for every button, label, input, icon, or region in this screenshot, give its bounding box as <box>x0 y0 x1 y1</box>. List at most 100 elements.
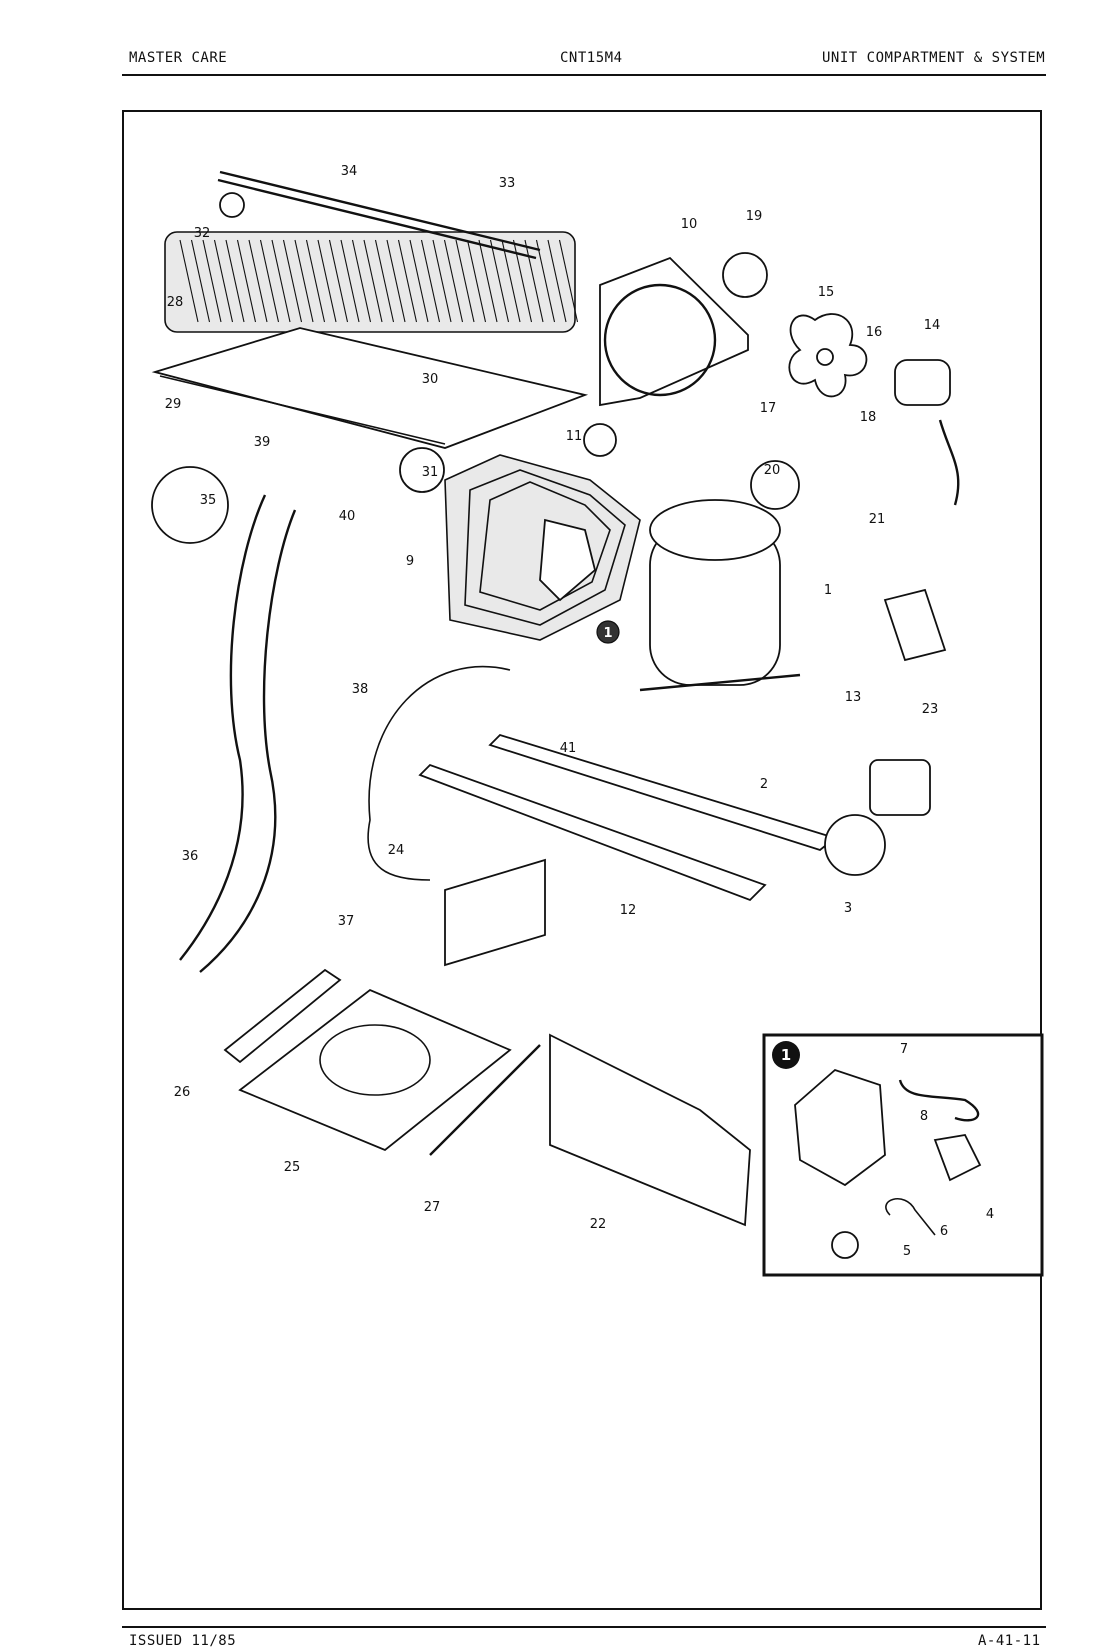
evaporator-fin <box>535 239 556 323</box>
evaporator-fin <box>328 239 349 323</box>
access-panel <box>429 1033 751 1227</box>
callout-label: 39 <box>254 435 271 450</box>
callout-label: 26 <box>174 1085 191 1100</box>
callout-label: 8 <box>920 1109 928 1124</box>
evaporator-fin <box>524 239 544 323</box>
callout-label: 41 <box>560 741 577 756</box>
header-model: CNT15M4 <box>560 50 623 66</box>
header-rule <box>122 74 1046 76</box>
callout-label: 2 <box>760 777 768 792</box>
evaporator-fin <box>489 239 510 323</box>
callout-label: 36 <box>182 849 199 864</box>
callout-label: 27 <box>424 1200 441 1215</box>
callout-label: 10 <box>681 217 698 232</box>
drain-pan <box>223 968 512 1152</box>
callout-label: 4 <box>986 1207 994 1222</box>
defrost-timer <box>869 759 931 816</box>
detail-circle-11 <box>583 423 617 457</box>
callout-label: 18 <box>860 410 877 425</box>
evaporator-fin <box>397 239 418 323</box>
evaporator-fin <box>271 239 291 323</box>
callout-label: 29 <box>165 397 182 412</box>
detail-inset: 1 <box>762 1033 1044 1277</box>
callout-label: 30 <box>422 372 439 387</box>
drain-hose <box>179 494 297 973</box>
callout-label: 17 <box>760 401 777 416</box>
callout-label: 16 <box>866 325 883 340</box>
evaporator-fin <box>213 239 234 323</box>
inset-marker: 1 <box>781 1046 791 1064</box>
evaporator-fin <box>420 239 441 323</box>
callout-label: 5 <box>903 1244 911 1259</box>
callout-label: 32 <box>194 226 211 241</box>
evaporator-fin <box>248 239 268 323</box>
detail-circle-3 <box>824 814 886 876</box>
callout-label: 12 <box>620 903 637 918</box>
evaporator-fin <box>455 239 475 323</box>
callout-label: 23 <box>922 702 939 717</box>
callout-label: 20 <box>764 463 781 478</box>
exploded-parts-diagram: 1 1 123456789101112131415161718192021222… <box>151 164 1044 1277</box>
callout-label: 7 <box>900 1042 908 1057</box>
evaporator-fin <box>374 239 395 323</box>
evaporator-fin <box>363 239 383 323</box>
callout-label: 21 <box>869 512 886 527</box>
footer-page-code: A-41-11 <box>978 1633 1041 1649</box>
evaporator-fin <box>236 239 257 323</box>
callout-label: 22 <box>590 1217 607 1232</box>
evaporator-fin <box>386 239 406 323</box>
fan-blade <box>788 313 868 398</box>
evaporator-fin <box>202 239 222 323</box>
header-left: MASTER CARE <box>129 50 228 66</box>
callout-label: 38 <box>352 682 369 697</box>
fan-motor <box>894 359 960 506</box>
callout-label: 9 <box>406 554 414 569</box>
power-cord <box>367 665 511 881</box>
footer-issued: ISSUED 11/85 <box>129 1633 237 1649</box>
evaporator-coil <box>164 170 579 333</box>
evaporator-fin <box>190 239 211 323</box>
evaporator-fin <box>547 239 567 323</box>
evaporator-fin <box>478 239 498 323</box>
detail-circle-35 <box>151 466 229 544</box>
callout-label: 34 <box>341 164 358 179</box>
evaporator-fin <box>282 239 303 323</box>
header-section-title: UNIT COMPARTMENT & SYSTEM <box>822 50 1046 66</box>
drain-tray <box>151 327 589 449</box>
callout-label: 6 <box>940 1224 948 1239</box>
evaporator-fin <box>340 239 360 323</box>
callout-label: 19 <box>746 209 763 224</box>
evaporator-fin <box>466 239 487 323</box>
callout-label: 37 <box>338 914 355 929</box>
compressor <box>596 499 801 692</box>
evaporator-fin <box>351 239 372 323</box>
callout-label: 13 <box>845 690 862 705</box>
evaporator-fin <box>225 239 245 323</box>
callout-label: 40 <box>339 509 356 524</box>
evaporator-fin <box>558 239 579 323</box>
relay <box>883 588 947 662</box>
callout-label: 28 <box>167 295 184 310</box>
base-rails <box>418 733 837 967</box>
callout-label: 24 <box>388 843 405 858</box>
callout-label: 33 <box>499 176 516 191</box>
callout-label: 11 <box>566 429 583 444</box>
callout-label: 14 <box>924 318 941 333</box>
evaporator-fin <box>305 239 326 323</box>
evaporator-fin <box>179 239 199 323</box>
callout-label: 25 <box>284 1160 301 1175</box>
callout-label: 1 <box>824 583 832 598</box>
evaporator-fin <box>432 239 452 323</box>
callout-label: 3 <box>844 901 852 916</box>
callout-label: 35 <box>200 493 217 508</box>
evaporator-fin <box>294 239 314 323</box>
evaporator-fin <box>409 239 429 323</box>
callout-labels: 1234567891011121314151617181920212223242… <box>165 164 994 1259</box>
detail-circle-20 <box>750 460 800 510</box>
fan-shroud <box>599 256 749 407</box>
footer-rule <box>122 1626 1046 1628</box>
evaporator-fin <box>317 239 337 323</box>
evaporator-fin <box>259 239 280 323</box>
compressor-detail-marker: 1 <box>603 626 612 641</box>
condenser <box>444 454 641 641</box>
